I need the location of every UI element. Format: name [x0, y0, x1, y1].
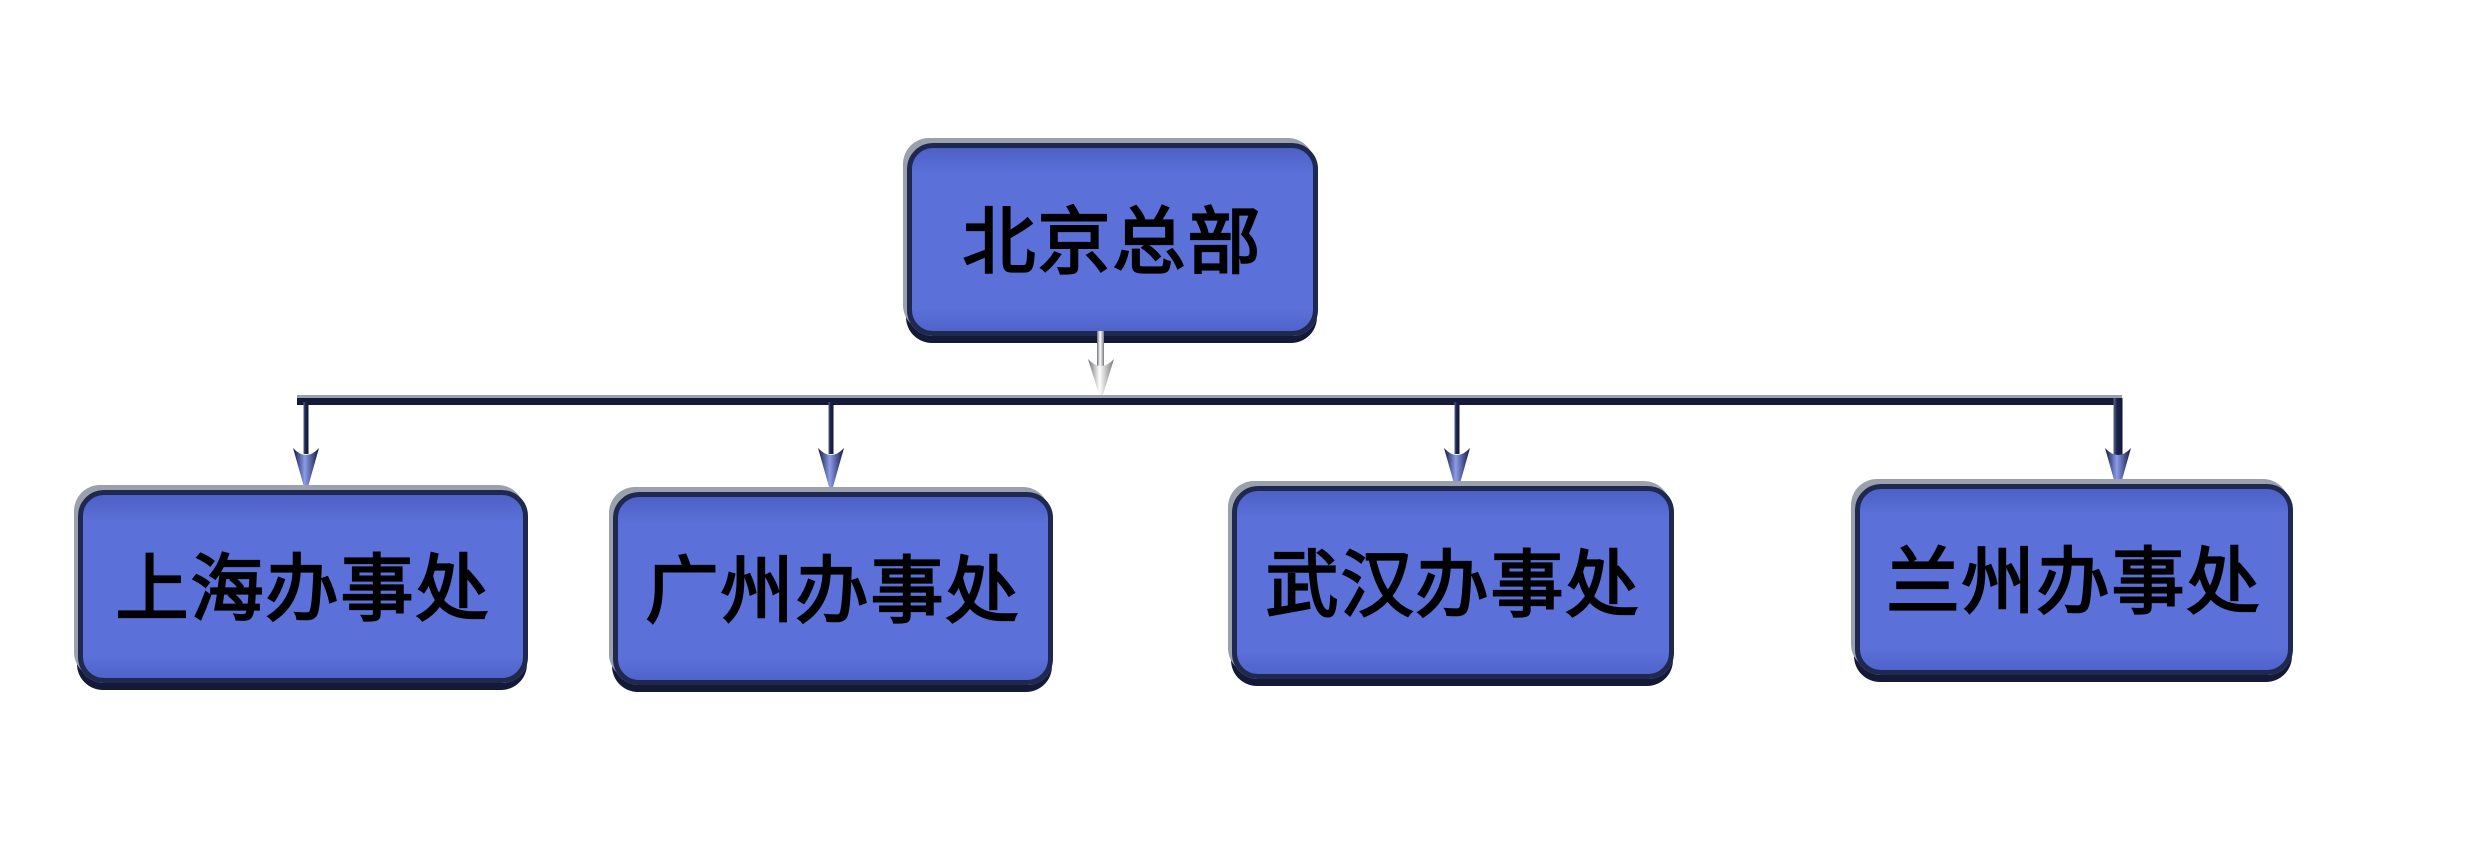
org-node-label: 上海办事处 — [115, 545, 491, 632]
org-node-lanzhou-office: 兰州办事处 — [1855, 484, 2293, 675]
org-node-label: 广州办事处 — [645, 547, 1021, 634]
org-node-label: 北京总部 — [962, 198, 1263, 285]
org-node-shanghai-office: 上海办事处 — [78, 490, 528, 683]
down-arrow-icon — [818, 402, 844, 494]
org-node-guangzhou-office: 广州办事处 — [613, 492, 1053, 685]
org-node-beijing-hq: 北京总部 — [907, 143, 1318, 336]
org-node-label: 武汉办事处 — [1265, 541, 1641, 628]
down-arrow-icon — [2105, 398, 2131, 494]
org-node-wuhan-office: 武汉办事处 — [1232, 486, 1674, 679]
connector-rail — [297, 395, 2122, 405]
org-node-label: 兰州办事处 — [1886, 538, 2262, 625]
down-arrow-icon — [1088, 331, 1114, 401]
down-arrow-icon — [1444, 402, 1470, 494]
down-arrow-icon — [293, 402, 319, 494]
